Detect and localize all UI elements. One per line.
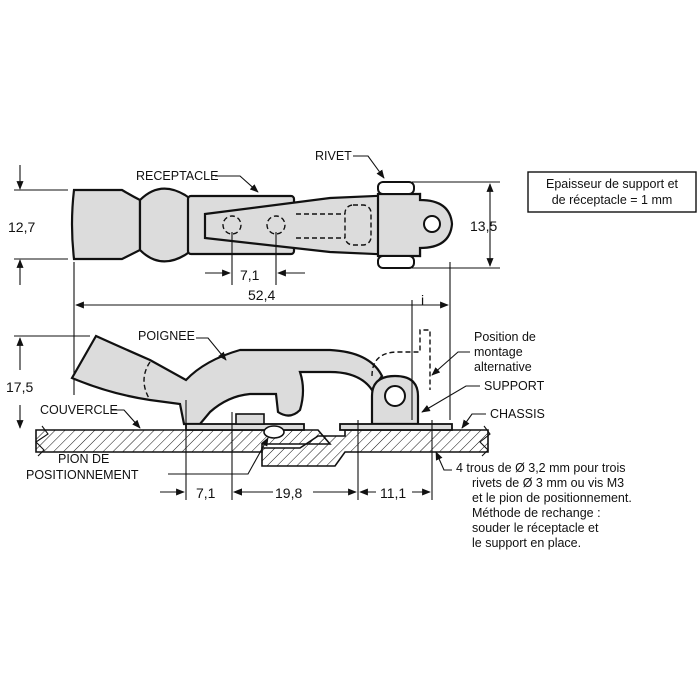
note-box <box>527 171 697 213</box>
label-pion-2: POSITIONNEMENT <box>26 468 139 482</box>
mark-i: i <box>421 292 424 308</box>
label-pion-1: PION DE <box>58 452 109 466</box>
note-line-2: de réceptacle = 1 mm <box>552 193 673 207</box>
label-position-2: montage <box>474 345 523 359</box>
rivet-head-bottom <box>377 255 415 269</box>
rivet-head-top <box>377 181 415 195</box>
dim-bottom-c: 11,1 <box>380 485 406 501</box>
dim-hole-spacing: 7,1 <box>240 267 260 283</box>
break-left <box>35 425 49 457</box>
receptacle-hole-1 <box>222 215 242 235</box>
dim-height-rivet: 13,5 <box>470 218 497 234</box>
support-pivot <box>384 385 406 407</box>
holes-note: 4 trous de Ø 3,2 mm pour trois rivets de… <box>456 461 632 550</box>
holes-note-1: 4 trous de Ø 3,2 mm pour trois <box>456 461 626 475</box>
handle-top-outline <box>70 188 142 261</box>
holes-note-5: souder le réceptacle et <box>472 521 599 535</box>
handle-side-hidden <box>143 361 151 401</box>
support-base <box>339 423 453 431</box>
leader-pion <box>168 437 269 475</box>
leader-support <box>421 385 480 413</box>
break-right <box>479 425 491 457</box>
leader-couvercle <box>112 409 141 429</box>
overall-dimension: 52,4 <box>73 262 451 420</box>
label-couvercle: COUVERCLE <box>40 403 118 417</box>
label-position-3: alternative <box>474 360 532 374</box>
thickness-note: Epaisseur de support et de réceptacle = … <box>527 171 697 213</box>
dim-bottom-c-bg <box>376 482 412 500</box>
holes-note-4: Méthode de rechange : <box>472 506 601 520</box>
clevis-end <box>376 192 454 258</box>
dim-height-receptacle: 12,7 <box>8 219 35 235</box>
holes-note-2: rivets de Ø 3 mm ou vis M3 <box>472 476 624 490</box>
label-rivet: RIVET <box>315 149 352 163</box>
rivet-hidden <box>344 204 372 246</box>
label-chassis: CHASSIS <box>490 407 545 421</box>
dim-height-handle: 17,5 <box>6 379 33 395</box>
side-view: 17,5 7,1 19,8 11,1 i POIGNEE COUVERCLE P… <box>6 292 545 501</box>
leader-receptacle <box>215 175 259 193</box>
latch-tab <box>235 413 265 425</box>
receptacle-base <box>185 423 305 431</box>
dim-bottom-a: 7,1 <box>196 485 216 501</box>
label-poignee: POIGNEE <box>138 329 195 343</box>
dim-bottom-b: 19,8 <box>275 485 302 501</box>
label-position-1: Position de <box>474 330 536 344</box>
holes-note-6: le support en place. <box>472 536 581 550</box>
receptacle-hole-2 <box>266 215 286 235</box>
label-receptacle: RECEPTACLE <box>136 169 218 183</box>
leader-chassis <box>461 413 486 429</box>
positioning-pin <box>263 425 285 439</box>
label-support: SUPPORT <box>484 379 545 393</box>
handle-side <box>70 334 384 426</box>
note-line-1: Epaisseur de support et <box>546 177 679 191</box>
dim-overall-length: 52,4 <box>248 287 275 303</box>
top-view: 7,1 12,7 13,5 RECEPTACLE RIVET <box>8 149 500 285</box>
clevis-hole <box>423 215 441 233</box>
leader-holes <box>435 451 452 471</box>
leader-poignee <box>196 337 227 361</box>
leader-rivet <box>353 155 385 179</box>
alt-position <box>371 329 431 390</box>
holes-note-3: et le pion de positionnement. <box>472 491 632 505</box>
leader-position <box>431 351 470 376</box>
dim-bottom-b-bg <box>273 482 313 500</box>
